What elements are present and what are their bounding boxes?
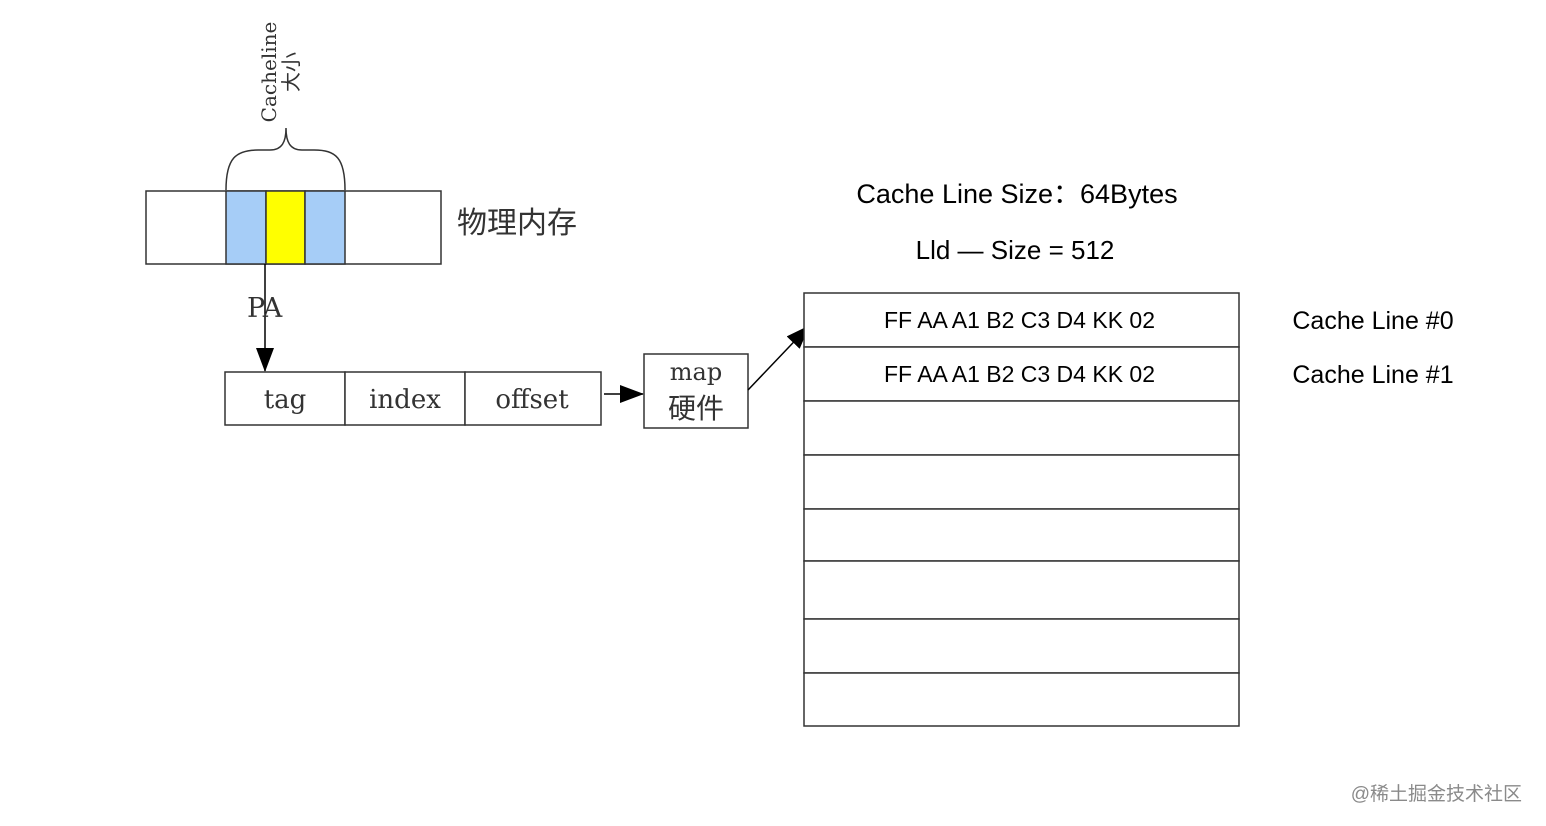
field-tag xyxy=(224,371,346,426)
cache-line-content: FF AA A1 B2 C3 D4 KK 02 xyxy=(884,361,1155,387)
cache-line-row xyxy=(803,508,1240,562)
cache-header-line-size: Cache Line Size：64Bytes xyxy=(856,179,1177,209)
cache-table: FF AA A1 B2 C3 D4 KK 02 FF AA A1 B2 C3 D4… xyxy=(803,292,1240,727)
cacheline-label-line1: Cacheline xyxy=(257,22,281,123)
map-hardware-box xyxy=(643,353,749,429)
cache-line-row xyxy=(803,454,1240,510)
map-to-cache-arrow xyxy=(747,325,810,391)
cache-line-label: Cache Line #0 xyxy=(1292,307,1453,335)
cache-line-row xyxy=(803,346,1240,402)
cache-line-row xyxy=(803,560,1240,620)
field-tag-label: tag xyxy=(264,385,307,415)
cache-line-label: Cache Line #1 xyxy=(1292,361,1453,389)
map-box-line2: 硬件 xyxy=(668,392,724,425)
cache-line-row xyxy=(803,292,1240,348)
cache-line-row xyxy=(803,672,1240,727)
map-box-line1: map xyxy=(670,358,722,386)
physical-memory-label: 物理内存 xyxy=(457,206,577,241)
memory-cell-highlight xyxy=(265,190,306,265)
cache-header-total-size: Lld — Size = 512 xyxy=(916,235,1115,265)
memory-cell-right xyxy=(304,190,346,265)
physical-memory-bar xyxy=(145,190,442,265)
cache-line-labels: Cache Line #0 Cache Line #1 xyxy=(1292,307,1453,389)
pa-label: PA xyxy=(247,293,283,324)
cache-line-row xyxy=(803,400,1240,456)
watermark: @稀土掘金技术社区 xyxy=(1351,783,1522,805)
cacheline-brace xyxy=(225,127,346,191)
field-offset-label: offset xyxy=(495,385,569,415)
field-index-label: index xyxy=(369,385,441,415)
address-fields: tag index offset xyxy=(224,371,602,426)
cacheline-label-line2: 大小 xyxy=(279,52,303,92)
field-offset xyxy=(464,371,602,426)
cache-line-row xyxy=(803,618,1240,674)
cache-line-content: FF AA A1 B2 C3 D4 KK 02 xyxy=(884,307,1155,333)
cacheline-size-label: Cacheline 大小 xyxy=(257,22,303,123)
field-index xyxy=(344,371,466,426)
memory-cell-left xyxy=(225,190,267,265)
